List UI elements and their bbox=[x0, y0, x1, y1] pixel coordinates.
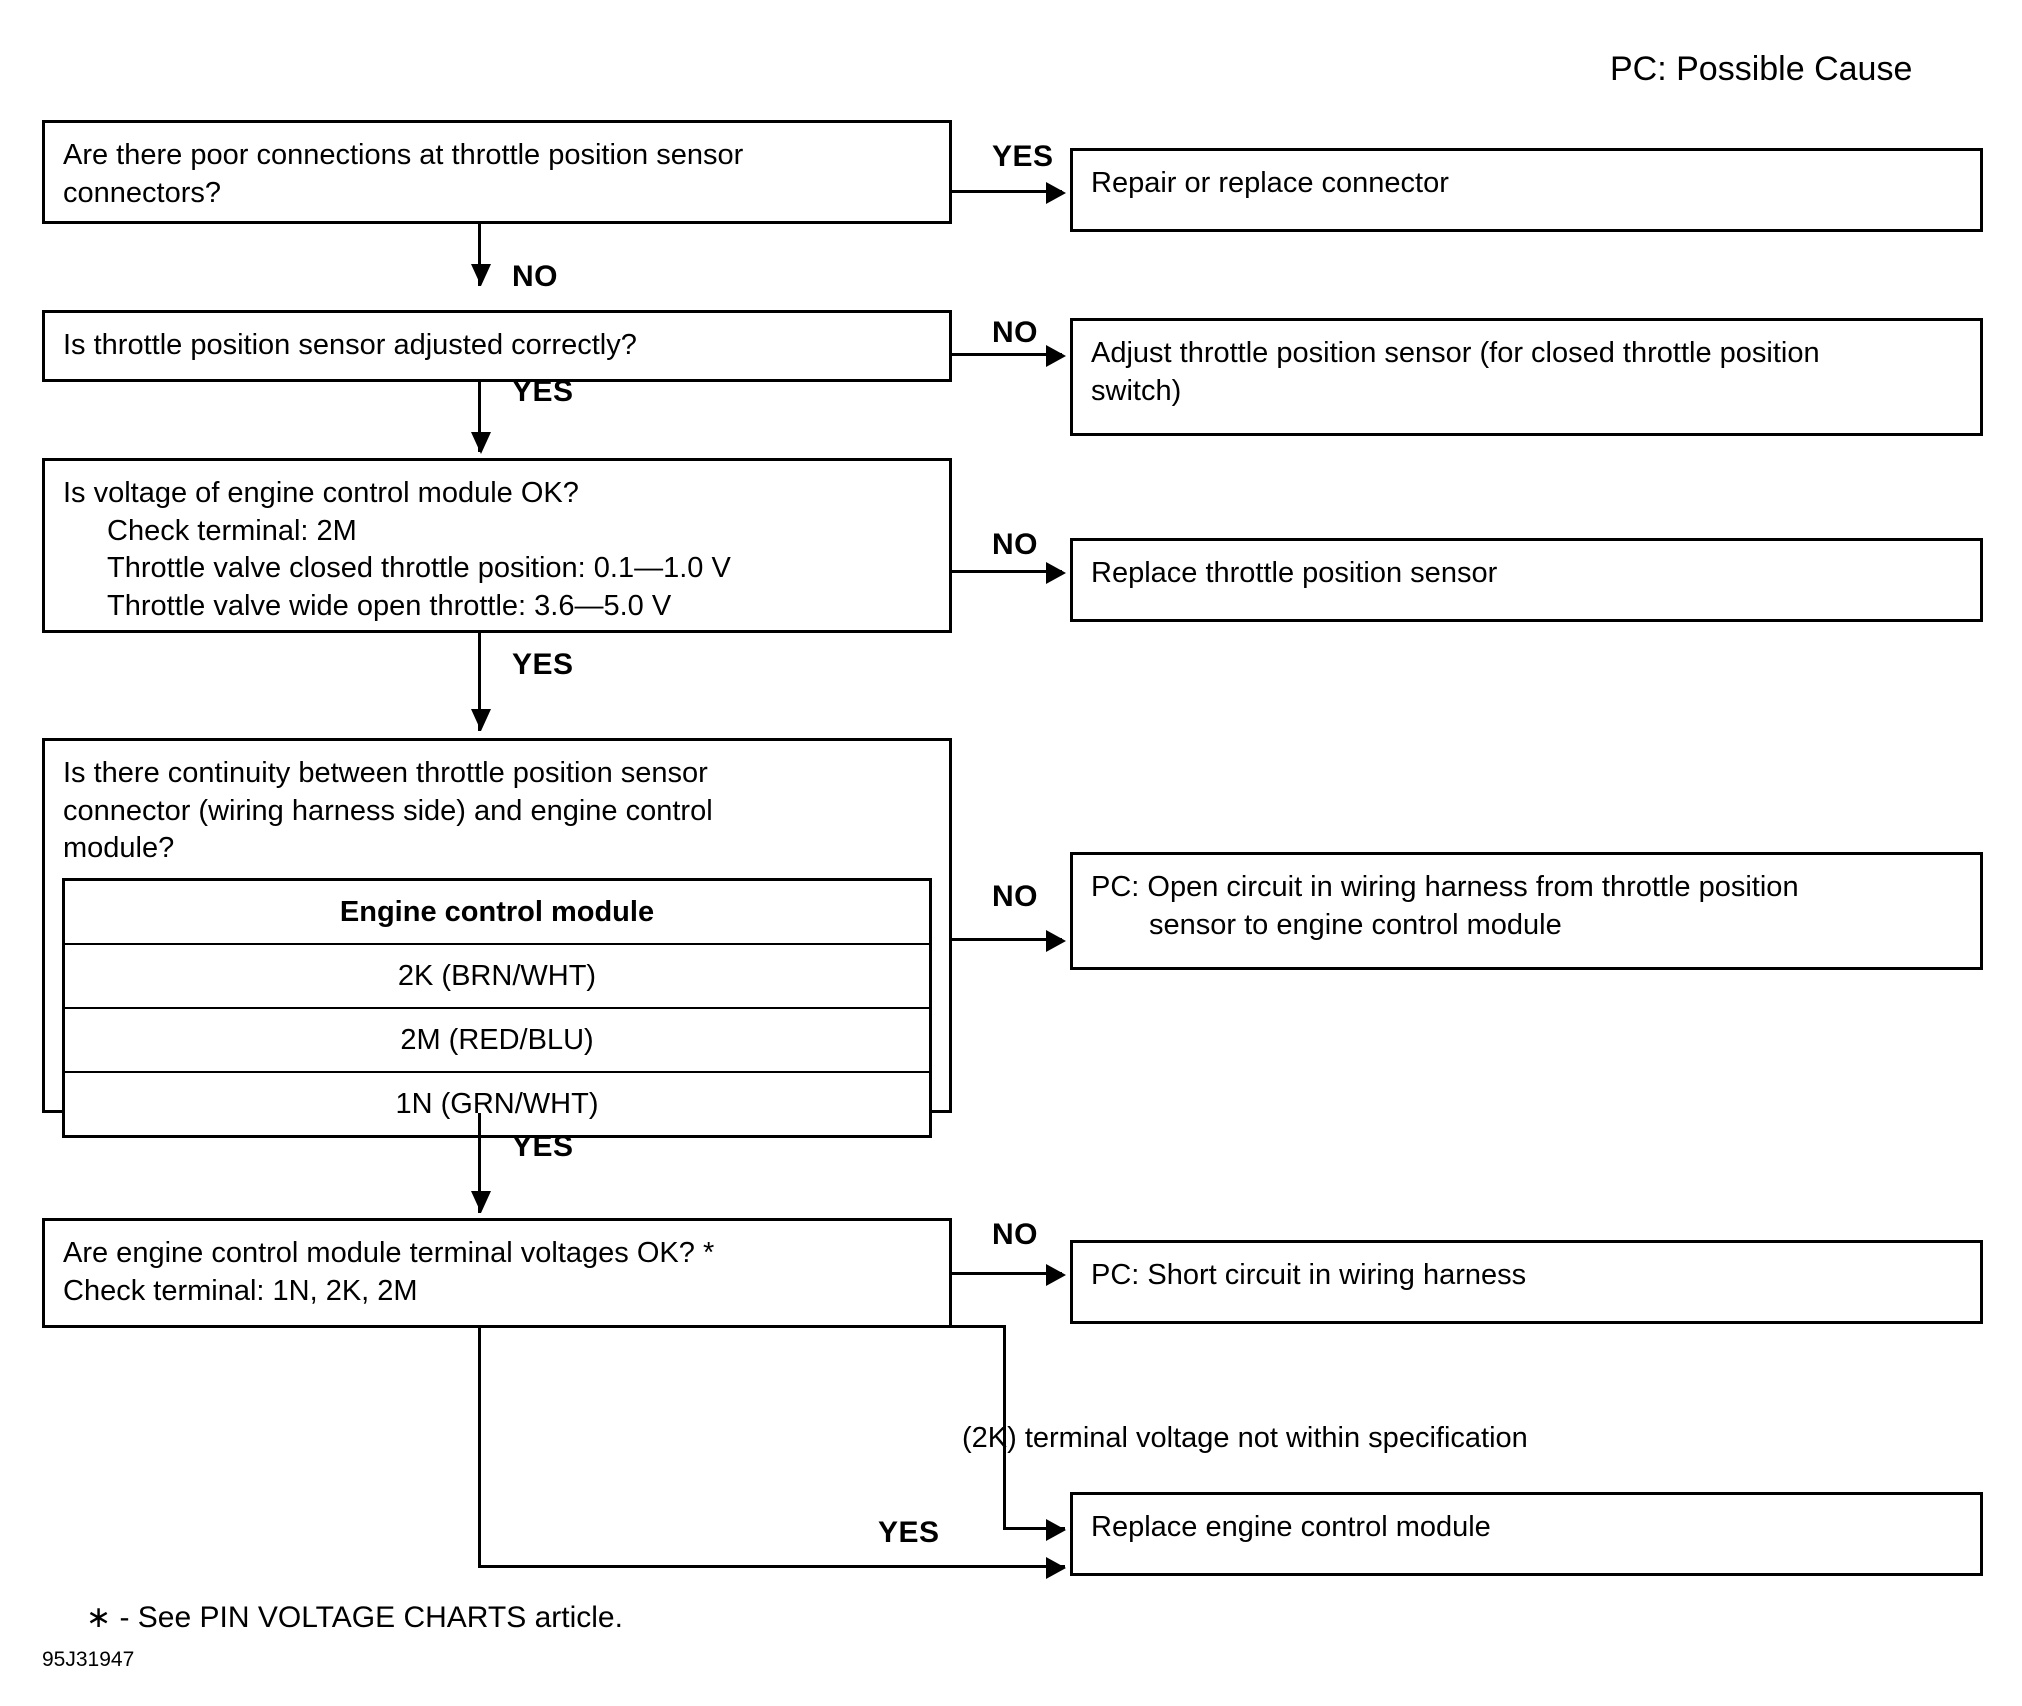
edge-label-q3-no: NO bbox=[992, 528, 1038, 561]
connector-q4-to-q5 bbox=[478, 1113, 481, 1213]
table-row: 2K (BRN/WHT) bbox=[63, 943, 931, 1008]
ecm-voltage-line-4: Throttle valve wide open throttle: 3.6—5… bbox=[107, 590, 672, 623]
edge-label-q4-no: NO bbox=[992, 880, 1038, 913]
question-box-sensor-adjusted: Is throttle position sensor adjusted cor… bbox=[42, 310, 952, 382]
action-box-adjust-sensor: Adjust throttle position sensor (for clo… bbox=[1070, 318, 1983, 436]
edge-label-q1-no: NO bbox=[512, 260, 558, 293]
terminal-voltages-line-2: Check terminal: 1N, 2K, 2M bbox=[63, 1274, 418, 1307]
table-cell-2k: 2K (BRN/WHT) bbox=[63, 943, 931, 1008]
question-box-poor-connections: Are there poor connections at throttle p… bbox=[42, 120, 952, 224]
edge-label-q4-yes: YES bbox=[512, 1130, 574, 1163]
legend-possible-cause: PC: Possible Cause bbox=[1610, 50, 1913, 88]
action-box-open-circuit: PC: Open circuit in wiring harness from … bbox=[1070, 852, 1983, 970]
connector-q5-yes-vertical bbox=[478, 1328, 481, 1568]
table-cell-2m: 2M (RED/BLU) bbox=[63, 1007, 931, 1072]
connector-q3-to-a3 bbox=[952, 570, 1062, 573]
connector-spec-top bbox=[906, 1325, 1006, 1328]
edge-label-q5-yes: YES bbox=[878, 1516, 940, 1549]
arrowhead-q3-to-q4 bbox=[471, 709, 491, 731]
open-circuit-line-1: PC: Open circuit in wiring harness from … bbox=[1091, 871, 1799, 903]
arrowhead-q1-to-a1 bbox=[1046, 182, 1066, 204]
edge-label-spec-2k: (2K) terminal voltage not within specifi… bbox=[962, 1422, 1528, 1454]
connector-q1-to-a1 bbox=[952, 190, 1062, 193]
arrowhead-q4-to-q5 bbox=[471, 1191, 491, 1213]
edge-label-q2-yes: YES bbox=[512, 375, 574, 408]
edge-label-q5-no: NO bbox=[992, 1218, 1038, 1251]
arrowhead-q4-to-a4 bbox=[1046, 930, 1066, 952]
ecm-voltage-line-3: Throttle valve closed throttle position:… bbox=[107, 552, 731, 585]
table-header-row: Engine control module bbox=[64, 880, 931, 945]
connector-q1-to-q2 bbox=[478, 224, 481, 286]
table-header-ecm: Engine control module bbox=[339, 895, 655, 928]
connector-spec-into-a6 bbox=[1003, 1527, 1065, 1530]
connector-q5-yes-horizontal bbox=[478, 1565, 1065, 1568]
arrowhead-spec-to-a6 bbox=[1046, 1519, 1066, 1541]
engine-control-module-table: Engine control module 2K (BRN/WHT) 2M (R… bbox=[62, 878, 932, 1138]
connector-q2-to-q3 bbox=[478, 382, 481, 452]
connector-q2-to-a2 bbox=[952, 353, 1062, 356]
edge-label-q1-yes: YES bbox=[992, 140, 1054, 173]
connector-q5-to-a5 bbox=[952, 1272, 1062, 1275]
arrowhead-q3-to-a3 bbox=[1046, 562, 1066, 584]
terminal-voltages-line-1: Are engine control module terminal volta… bbox=[63, 1237, 715, 1269]
action-box-replace-ecm: Replace engine control module bbox=[1070, 1492, 1983, 1576]
question-box-terminal-voltages: Are engine control module terminal volta… bbox=[42, 1218, 952, 1328]
table-row: 1N (GRN/WHT) bbox=[63, 1071, 931, 1137]
arrowhead-q5-to-a5 bbox=[1046, 1264, 1066, 1286]
arrowhead-q1-to-q2 bbox=[471, 264, 491, 286]
arrowhead-q2-to-q3 bbox=[471, 432, 491, 454]
action-box-repair-connector: Repair or replace connector bbox=[1070, 148, 1983, 232]
question-box-ecm-voltage: Is voltage of engine control module OK? … bbox=[42, 458, 952, 633]
ecm-voltage-line-1: Is voltage of engine control module OK? bbox=[63, 477, 579, 509]
table-cell-1n: 1N (GRN/WHT) bbox=[63, 1071, 931, 1137]
ecm-voltage-line-2: Check terminal: 2M bbox=[107, 514, 357, 547]
edge-label-q3-yes: YES bbox=[512, 648, 574, 681]
open-circuit-line-2: sensor to engine control module bbox=[1149, 908, 1562, 941]
arrowhead-q5-yes-to-a6 bbox=[1046, 1557, 1066, 1579]
table-row: 2M (RED/BLU) bbox=[63, 1007, 931, 1072]
connector-q4-to-a4 bbox=[952, 938, 1062, 941]
action-box-short-circuit: PC: Short circuit in wiring harness bbox=[1070, 1240, 1983, 1324]
document-id: 95J31947 bbox=[42, 1648, 135, 1671]
arrowhead-q2-to-a2 bbox=[1046, 345, 1066, 367]
edge-label-q2-no: NO bbox=[992, 316, 1038, 349]
action-box-replace-sensor: Replace throttle position sensor bbox=[1070, 538, 1983, 622]
footnote-pin-voltage-charts: ∗ - See PIN VOLTAGE CHARTS article. bbox=[86, 1601, 623, 1634]
connector-q3-to-q4 bbox=[478, 633, 481, 731]
connector-spec-vertical bbox=[1003, 1325, 1006, 1530]
